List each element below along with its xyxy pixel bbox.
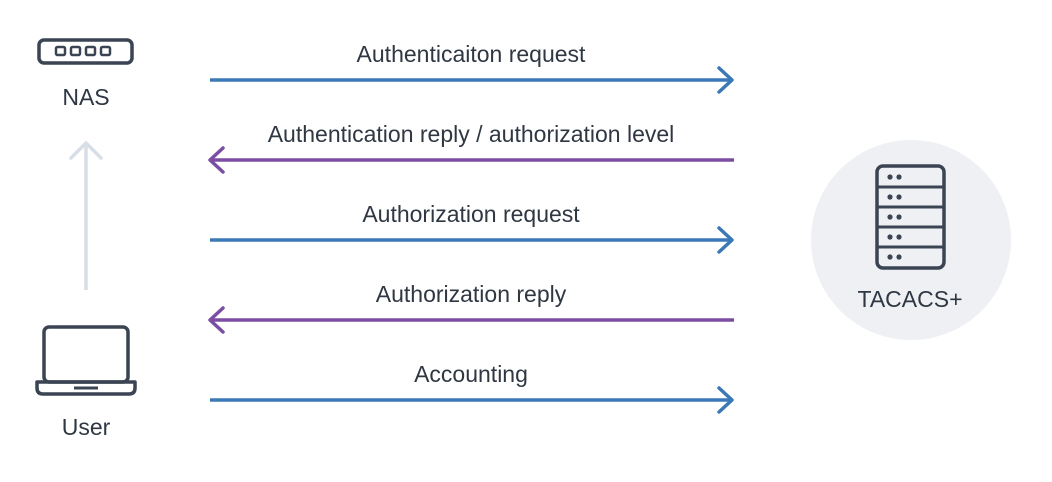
nas-label: NAS (62, 84, 110, 110)
message-arrow-1 (210, 66, 734, 94)
network-device-icon (37, 38, 134, 65)
message-arrow-5 (210, 386, 734, 414)
message-label-5: Accounting (414, 361, 528, 387)
message-arrow-2 (208, 146, 734, 174)
message-label-4: Authorization reply (375, 281, 567, 307)
server-label: TACACS+ (857, 286, 963, 312)
server-rack-icon (875, 164, 946, 270)
message-arrow-4 (208, 306, 734, 334)
laptop-icon (35, 325, 137, 396)
message-label-1: Authenticaiton request (356, 41, 586, 67)
message-label-2: Authentication reply / authorization lev… (267, 121, 675, 147)
user-to-nas-arrow (69, 141, 103, 290)
server-background (811, 140, 1011, 340)
message-arrow-3 (210, 226, 734, 254)
user-label: User (61, 414, 111, 440)
message-label-3: Authorization request (362, 201, 580, 227)
